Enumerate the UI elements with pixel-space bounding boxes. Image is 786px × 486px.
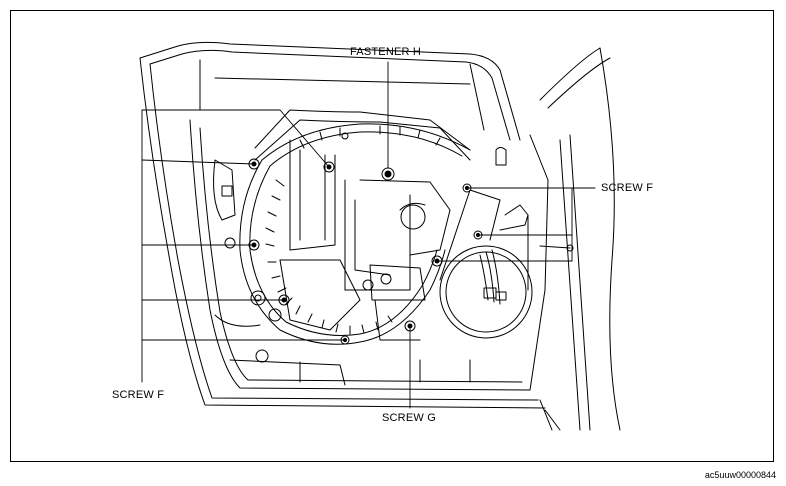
fastener-h: [381, 167, 395, 181]
inner-panel: [213, 109, 529, 386]
figure-frame: [10, 10, 774, 462]
door-outer-frame: [139, 41, 549, 409]
body-pillar: [495, 47, 621, 431]
seal-strip: [239, 123, 471, 345]
screw-f-right-label: SCREW F: [601, 182, 654, 194]
figure-code: ac5uuw00000844: [704, 470, 776, 480]
leader-lines: [141, 61, 596, 409]
speaker: [439, 245, 533, 339]
screw-f-left-label: SCREW F: [112, 389, 165, 401]
fastener-h-label: FASTENER H: [350, 46, 422, 58]
screw-g-label: SCREW G: [382, 412, 436, 424]
wiring-harness: [479, 214, 574, 305]
